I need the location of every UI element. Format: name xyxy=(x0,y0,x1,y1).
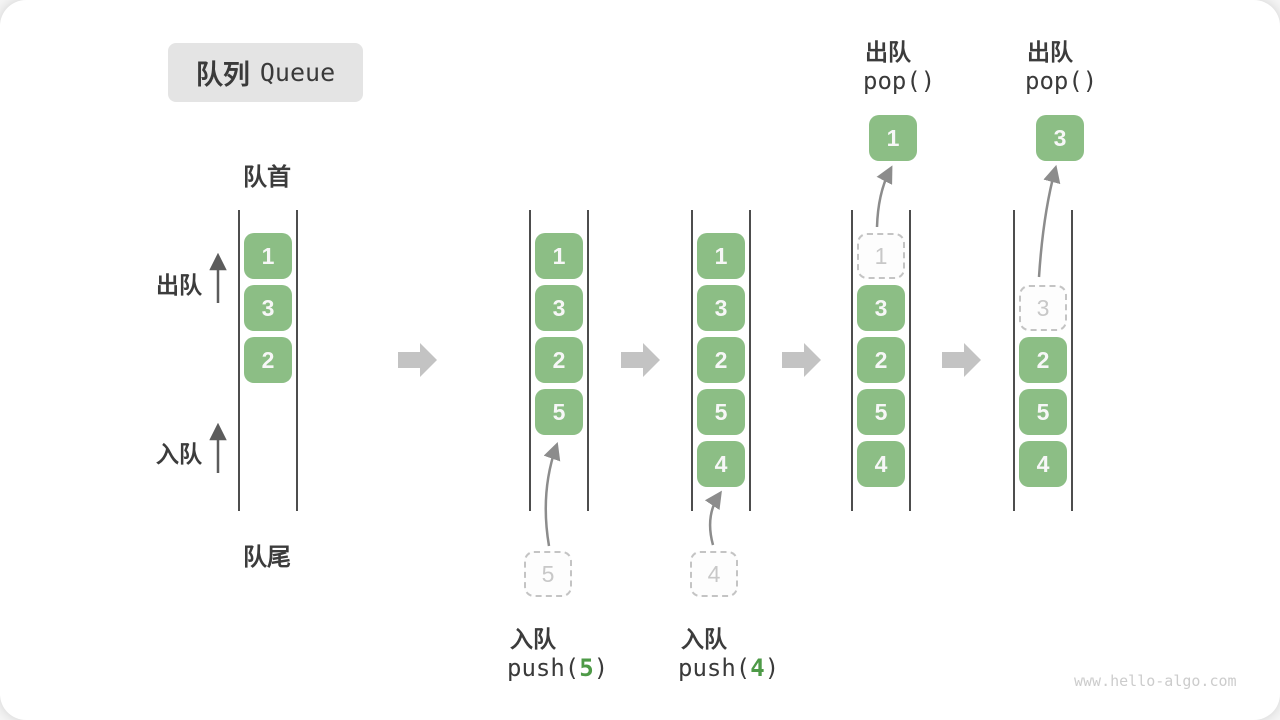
code-arg: 4 xyxy=(750,654,765,682)
container-line xyxy=(691,210,693,511)
state-transition-arrow-1 xyxy=(398,343,437,377)
label-queue-front: 队首 xyxy=(243,164,291,191)
queue-item: 4 xyxy=(697,441,745,487)
title-box: 队列 Queue xyxy=(168,43,363,102)
push5-arrow xyxy=(543,442,561,547)
queue-item: 5 xyxy=(1019,389,1067,435)
removed-item-ghost: 3 xyxy=(1019,285,1067,331)
pop2-label: 出队 xyxy=(1027,39,1073,65)
code-close: ) xyxy=(593,654,609,682)
push5-label: 入队 xyxy=(510,626,556,652)
incoming-item-ghost: 4 xyxy=(690,551,738,597)
queue-item: 3 xyxy=(857,285,905,331)
container-line xyxy=(238,210,240,511)
queue-item: 2 xyxy=(697,337,745,383)
removed-item-ghost: 1 xyxy=(857,233,905,279)
queue-item: 5 xyxy=(535,389,583,435)
queue-item: 4 xyxy=(1019,441,1067,487)
state-transition-arrow-2 xyxy=(621,343,660,377)
queue-item: 2 xyxy=(535,337,583,383)
queue-item: 5 xyxy=(857,389,905,435)
queue-item: 3 xyxy=(535,285,583,331)
queue-item: 2 xyxy=(857,337,905,383)
title-en: Queue xyxy=(259,58,336,87)
container-line xyxy=(851,210,853,511)
container-line xyxy=(529,210,531,511)
container-line xyxy=(1071,210,1073,511)
push5-code: push(5) xyxy=(507,654,608,682)
push4-label: 入队 xyxy=(681,626,727,652)
container-line xyxy=(296,210,298,511)
code-open: push( xyxy=(678,654,751,682)
pop1-label: 出队 xyxy=(865,39,911,65)
push4-code: push(4) xyxy=(678,654,779,682)
queue-item: 2 xyxy=(1019,337,1067,383)
queue-item: 4 xyxy=(857,441,905,487)
container-line xyxy=(749,210,751,511)
queue-item: 1 xyxy=(697,233,745,279)
popped-item: 1 xyxy=(869,115,917,161)
code-arg: 5 xyxy=(579,654,594,682)
label-dequeue: 出队 xyxy=(156,272,202,298)
push4-arrow xyxy=(704,490,722,546)
queue-item: 1 xyxy=(244,233,292,279)
container-line xyxy=(1013,210,1015,511)
pop1-arrow xyxy=(875,165,893,228)
queue-item: 1 xyxy=(535,233,583,279)
pop2-arrow xyxy=(1037,164,1061,278)
pop1-code: pop() xyxy=(863,67,936,95)
code-open: push( xyxy=(507,654,580,682)
code-close: ) xyxy=(764,654,780,682)
queue-item: 3 xyxy=(244,285,292,331)
incoming-item-ghost: 5 xyxy=(524,551,572,597)
label-queue-rear: 队尾 xyxy=(243,544,291,571)
queue-item: 5 xyxy=(697,389,745,435)
container-line xyxy=(587,210,589,511)
queue-item: 2 xyxy=(244,337,292,383)
queue-item: 3 xyxy=(697,285,745,331)
title-zh: 队列 xyxy=(195,60,250,90)
container-line xyxy=(909,210,911,511)
label-enqueue: 入队 xyxy=(156,441,202,467)
state-transition-arrow-4 xyxy=(942,343,981,377)
state-transition-arrow-3 xyxy=(782,343,821,377)
pop2-code: pop() xyxy=(1025,67,1098,95)
watermark: www.hello-algo.com xyxy=(1074,672,1237,690)
popped-item: 3 xyxy=(1036,115,1084,161)
